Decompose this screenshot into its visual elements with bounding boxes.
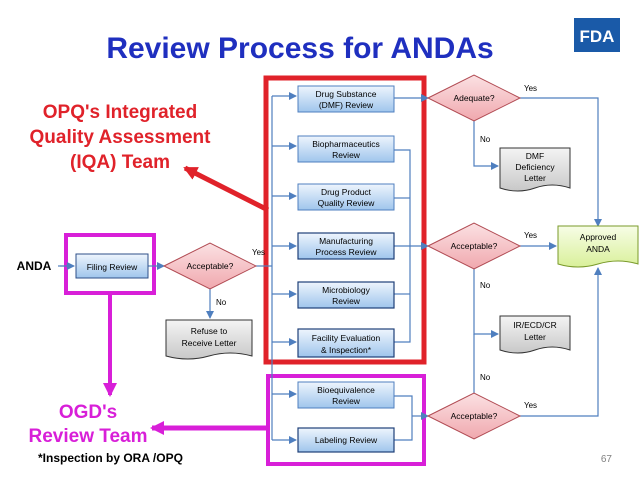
bioequivalence-review-node[interactable]: Bioequivalence Review bbox=[297, 381, 395, 409]
no-label-1: No bbox=[216, 298, 227, 307]
svg-text:Drug Substance: Drug Substance bbox=[316, 89, 377, 99]
svg-text:Quality Review: Quality Review bbox=[318, 198, 376, 208]
fda-logo: FDA bbox=[574, 18, 620, 52]
ir-ecd-cr-letter-node[interactable]: IR/ECD/CR Letter bbox=[499, 315, 571, 354]
facility-evaluation-node[interactable]: Facility Evaluation & Inspection* bbox=[297, 328, 395, 358]
filing-review-node[interactable]: Filing Review bbox=[75, 253, 149, 279]
svg-text:Approved: Approved bbox=[580, 232, 617, 242]
ogd-team-group bbox=[266, 374, 426, 466]
svg-text:Receive Letter: Receive Letter bbox=[182, 338, 237, 348]
svg-text:ANDA: ANDA bbox=[586, 244, 610, 254]
page-number: 67 bbox=[601, 454, 613, 465]
labeling-review-node[interactable]: Labeling Review bbox=[297, 427, 395, 453]
approved-anda-node[interactable]: Approved ANDA bbox=[557, 225, 639, 268]
svg-text:Review: Review bbox=[332, 396, 361, 406]
svg-text:(DMF) Review: (DMF) Review bbox=[319, 100, 374, 110]
svg-text:OGD's: OGD's bbox=[59, 402, 117, 423]
yes-label-2: Yes bbox=[524, 84, 537, 93]
flow-connectors bbox=[60, 92, 602, 444]
yes-label-4: Yes bbox=[524, 401, 537, 410]
ogd-team-annotation: OGD's Review Team bbox=[29, 402, 148, 447]
svg-text:Deficiency: Deficiency bbox=[515, 162, 555, 172]
svg-text:(IQA) Team: (IQA) Team bbox=[70, 152, 170, 173]
refuse-letter-node[interactable]: Refuse to Receive Letter bbox=[165, 319, 253, 360]
opq-annotation-arrow bbox=[183, 165, 270, 213]
drug-product-review-node[interactable]: Drug Product Quality Review bbox=[297, 183, 395, 211]
no-label-4: No bbox=[480, 373, 491, 382]
no-label-3: No bbox=[480, 281, 491, 290]
svg-text:Manufacturing: Manufacturing bbox=[319, 236, 373, 246]
svg-text:OPQ's Integrated: OPQ's Integrated bbox=[43, 102, 197, 123]
yes-label-1: Yes bbox=[252, 248, 265, 257]
svg-text:Adequate?: Adequate? bbox=[453, 93, 494, 103]
svg-text:DMF: DMF bbox=[526, 151, 544, 161]
svg-text:Review Team: Review Team bbox=[29, 426, 148, 447]
dmf-deficiency-letter-node[interactable]: DMF Deficiency Letter bbox=[499, 147, 571, 192]
svg-text:Quality Assessment: Quality Assessment bbox=[30, 127, 212, 148]
svg-text:Facility Evaluation: Facility Evaluation bbox=[312, 333, 381, 343]
slide-title: Review Process for ANDAs bbox=[106, 32, 493, 65]
svg-text:Biopharmaceutics: Biopharmaceutics bbox=[312, 139, 380, 149]
microbiology-review-node[interactable]: Microbiology Review bbox=[297, 281, 395, 309]
svg-text:Letter: Letter bbox=[524, 332, 546, 342]
anda-label: ANDA bbox=[17, 259, 52, 273]
svg-text:Filing Review: Filing Review bbox=[87, 262, 138, 272]
svg-text:Review: Review bbox=[332, 296, 361, 306]
svg-text:Acceptable?: Acceptable? bbox=[187, 261, 234, 271]
drug-substance-review-node[interactable]: Drug Substance (DMF) Review bbox=[297, 85, 395, 113]
svg-text:Labeling Review: Labeling Review bbox=[315, 435, 378, 445]
manufacturing-review-node[interactable]: Manufacturing Process Review bbox=[297, 232, 395, 260]
acceptable-decision-1[interactable]: Acceptable? bbox=[162, 242, 258, 290]
svg-text:IR/ECD/CR: IR/ECD/CR bbox=[513, 320, 556, 330]
svg-text:Bioequivalence: Bioequivalence bbox=[317, 385, 375, 395]
svg-text:Acceptable?: Acceptable? bbox=[451, 411, 498, 421]
acceptable-decision-3[interactable]: Acceptable? bbox=[426, 392, 522, 440]
acceptable-decision-2[interactable]: Acceptable? bbox=[426, 222, 522, 270]
opq-team-annotation: OPQ's Integrated Quality Assessment (IQA… bbox=[30, 102, 212, 173]
adequate-decision[interactable]: Adequate? bbox=[426, 74, 522, 122]
svg-text:FDA: FDA bbox=[580, 27, 615, 46]
svg-text:Process Review: Process Review bbox=[316, 247, 378, 257]
svg-text:Letter: Letter bbox=[524, 173, 546, 183]
no-label-2: No bbox=[480, 135, 491, 144]
svg-text:& Inspection*: & Inspection* bbox=[321, 345, 372, 355]
svg-text:Microbiology: Microbiology bbox=[322, 285, 370, 295]
biopharmaceutics-review-node[interactable]: Biopharmaceutics Review bbox=[297, 135, 395, 163]
svg-text:Refuse to: Refuse to bbox=[191, 326, 228, 336]
iqa-team-group bbox=[263, 75, 427, 365]
footnote: *Inspection by ORA /OPQ bbox=[38, 451, 183, 465]
svg-text:Acceptable?: Acceptable? bbox=[451, 241, 498, 251]
svg-text:Drug Product: Drug Product bbox=[321, 187, 372, 197]
yes-label-3: Yes bbox=[524, 231, 537, 240]
svg-text:Review: Review bbox=[332, 150, 361, 160]
